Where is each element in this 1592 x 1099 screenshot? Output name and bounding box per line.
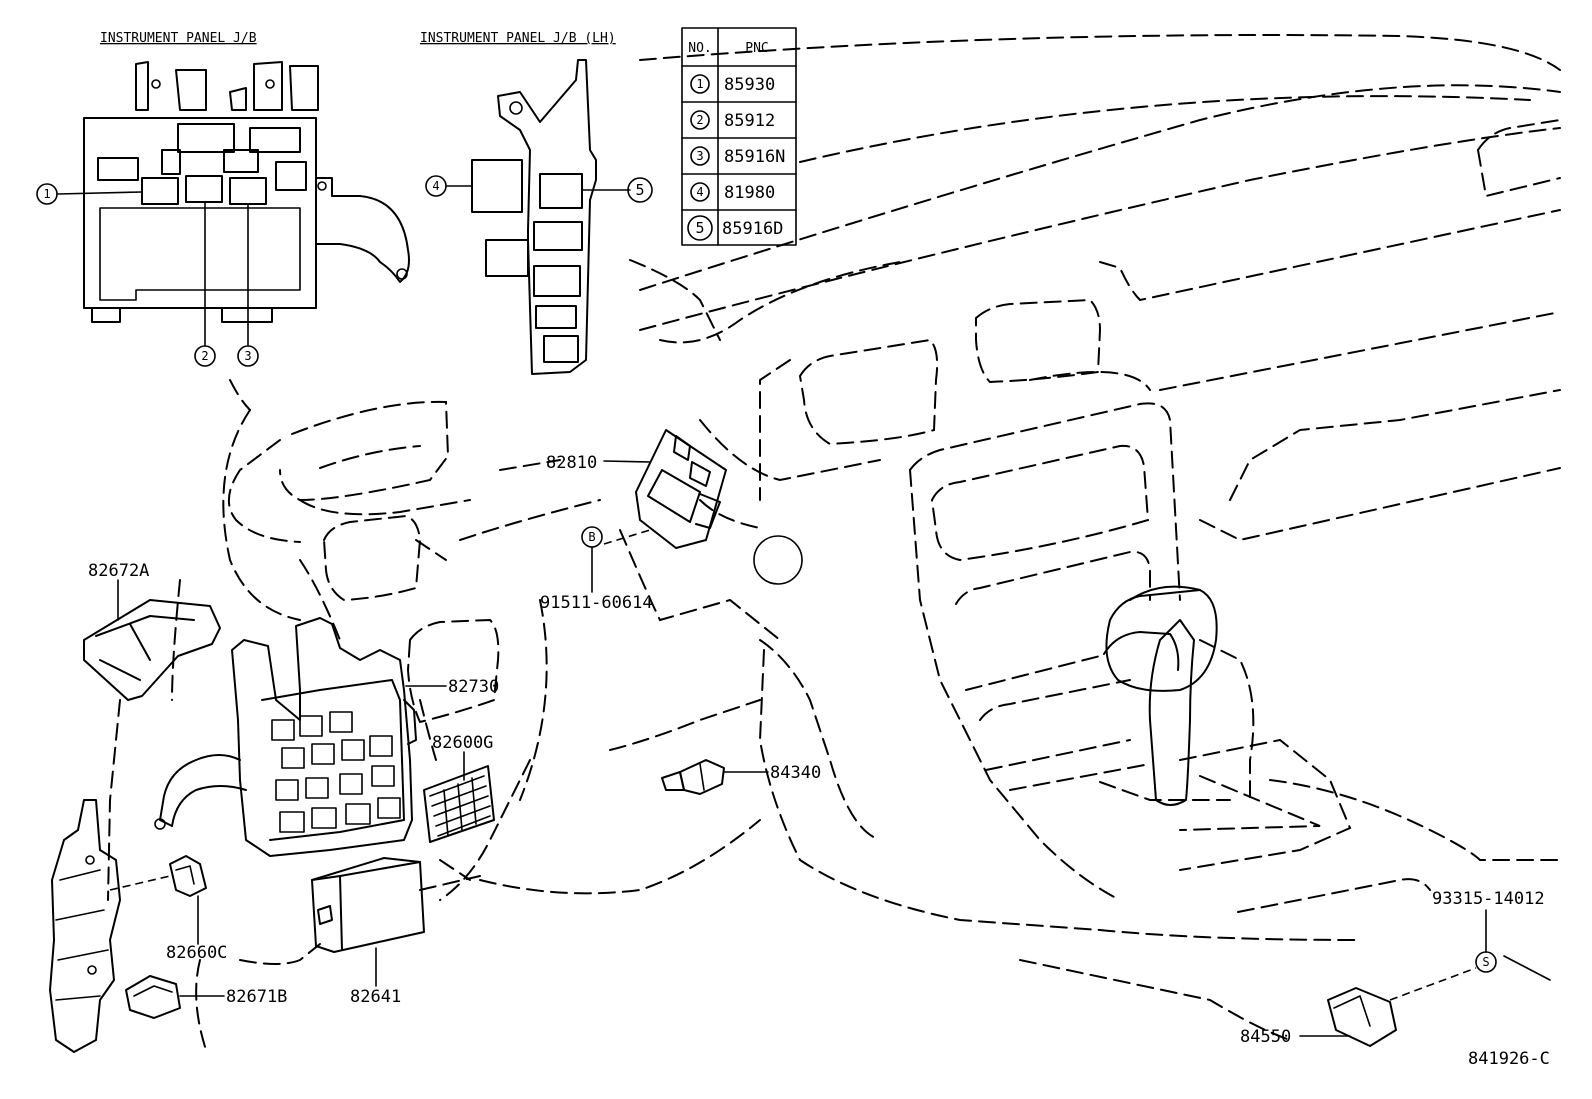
part-82810-switch bbox=[603, 429, 727, 549]
screw-b-leader bbox=[603, 529, 651, 545]
jb-slot-3 bbox=[229, 177, 267, 205]
table-row-1-no: 1 bbox=[696, 77, 703, 91]
part-label-82672a: 82672A bbox=[88, 561, 149, 581]
table-row-5-no-circle bbox=[687, 215, 713, 241]
callout-1-label: 1 bbox=[43, 187, 50, 201]
table-row-2-no-circle bbox=[690, 110, 710, 130]
part-82671b-relay bbox=[125, 975, 225, 1019]
part-82730-junction-block bbox=[154, 617, 447, 857]
part-label-91511-60614: 91511-60614 bbox=[540, 593, 653, 613]
callout-2-label: 2 bbox=[201, 349, 208, 363]
part-label-82810: 82810 bbox=[546, 453, 597, 473]
jb-slot-2 bbox=[185, 175, 223, 203]
dashboard-outline bbox=[107, 34, 1561, 1051]
callout-2 bbox=[194, 345, 216, 367]
part-label-82641: 82641 bbox=[350, 987, 401, 1007]
table-row-3-pnc: 85916N bbox=[724, 147, 785, 167]
table-row-1-no-circle bbox=[690, 74, 710, 94]
part-label-84340: 84340 bbox=[770, 763, 821, 783]
table-row-2-no: 2 bbox=[696, 113, 703, 127]
table-row-1-pnc: 85930 bbox=[724, 75, 775, 95]
callout-5-label: 5 bbox=[635, 181, 644, 199]
part-82660c-relay bbox=[109, 855, 207, 945]
part-84550-switch bbox=[1299, 987, 1397, 1047]
part-84340-switch bbox=[661, 759, 769, 795]
part-label-82730: 82730 bbox=[448, 677, 499, 697]
part-82600g-relay bbox=[423, 751, 495, 843]
gear-shifter bbox=[1103, 585, 1218, 806]
pnc-table-header-pnc: PNC bbox=[745, 41, 768, 56]
left-bracket bbox=[49, 799, 121, 1053]
jb-slot-1 bbox=[141, 177, 179, 205]
part-label-82671b: 82671B bbox=[226, 987, 287, 1007]
table-row-4-pnc: 81980 bbox=[724, 183, 775, 203]
callout-3 bbox=[237, 345, 259, 367]
pnc-table-header-no: NO. bbox=[688, 41, 711, 56]
table-row-2-pnc: 85912 bbox=[724, 111, 775, 131]
callout-s bbox=[1475, 951, 1497, 973]
instrument-panel-jb-detail bbox=[57, 61, 410, 346]
table-row-4-no-circle bbox=[690, 182, 710, 202]
callout-1 bbox=[36, 183, 58, 205]
callout-4 bbox=[425, 175, 447, 197]
table-row-4-no: 4 bbox=[696, 185, 703, 199]
part-label-82660c: 82660C bbox=[166, 943, 227, 963]
callout-3-label: 3 bbox=[244, 349, 251, 363]
header-instrument-panel-jb: INSTRUMENT PANEL J/B bbox=[100, 31, 257, 46]
callout-5 bbox=[627, 177, 653, 203]
figure-id: 841926-C bbox=[1468, 1049, 1550, 1069]
callout-4-label: 4 bbox=[432, 179, 439, 193]
callout-s-label: S bbox=[1482, 955, 1489, 969]
part-label-93315-14012: 93315-14012 bbox=[1432, 889, 1545, 909]
table-row-3-no-circle bbox=[690, 146, 710, 166]
part-82641-module bbox=[311, 857, 425, 987]
table-row-5-pnc: 85916D bbox=[722, 219, 783, 239]
table-row-5-no: 5 bbox=[695, 219, 704, 237]
instrument-panel-jb-lh-detail bbox=[445, 59, 631, 375]
callout-b-label: B bbox=[588, 530, 595, 544]
header-instrument-panel-jb-lh: INSTRUMENT PANEL J/B (LH) bbox=[420, 31, 616, 46]
part-label-84550: 84550 bbox=[1240, 1027, 1291, 1047]
part-82672a-cover bbox=[83, 579, 221, 701]
pnc-table bbox=[681, 27, 797, 246]
part-label-82600g: 82600G bbox=[432, 733, 493, 753]
table-row-3-no: 3 bbox=[696, 149, 703, 163]
